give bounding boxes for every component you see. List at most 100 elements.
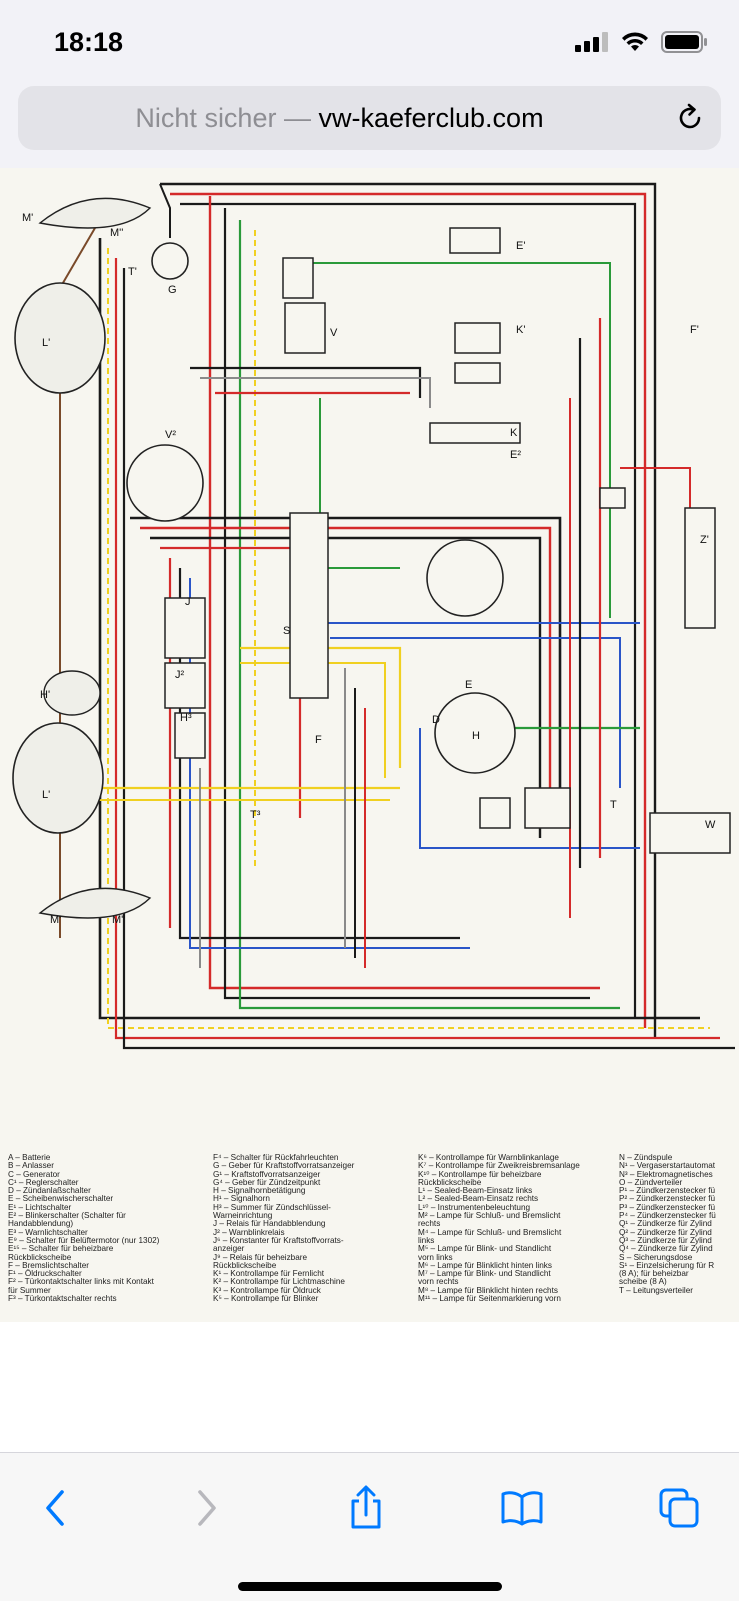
legend-entry: J⁶ – Konstanter für Kraftstoffvorrats- [213,1235,344,1245]
wire [330,637,621,788]
component-label: F' [690,324,699,336]
component-label: H' [40,689,50,701]
legend-entry: Warneinrichtung [213,1211,273,1221]
component-label: T³ [250,809,261,821]
share-button[interactable] [341,1483,391,1533]
status-icons [575,31,709,53]
legend-entry: Rückblickscheibe [213,1260,277,1270]
legend-entry: H – Signalhornbetätigung [213,1186,306,1196]
component-label: F [315,734,322,746]
legend-entry: für Summer [8,1285,51,1295]
component-label: M' [50,914,61,926]
back-button[interactable] [30,1483,80,1533]
url-display[interactable]: Nicht sicher — vw-kaeferclub.com [18,103,661,134]
wire [160,182,657,1038]
address-bar[interactable]: Nicht sicher — vw-kaeferclub.com [18,86,721,150]
tabs-icon [659,1488,699,1528]
legend-entry: E² – Blinkerschalter (Schalter für [8,1211,126,1221]
legend-entry: Q³ – Zündkerze für Zylind [619,1235,712,1245]
fan-shape [126,444,204,522]
legend-entry: C – Generator [8,1169,60,1179]
legend-entry: E¹⁵ – Schalter für beheizbare [8,1244,114,1254]
component-label: L' [42,789,50,801]
status-time: 18:18 [54,27,124,57]
wire [98,238,700,1020]
wire [190,366,422,398]
share-icon [351,1485,381,1529]
wire [130,516,562,818]
legend-entry: vorn links [418,1252,453,1262]
battery-icon [661,31,707,53]
legend-entry: F¹ – Öldruckschalter [8,1269,82,1279]
tabs-button[interactable] [654,1483,704,1533]
wire [240,662,386,778]
legend-entry: S – Sicherungsdose [619,1252,693,1262]
legend-entry: C¹ – Reglerschalter [8,1177,79,1187]
legend-entry: M² – Lampe für Schluß- und Bremslicht [418,1211,561,1221]
legend-entry: E – Scheibenwischerschalter [8,1194,114,1204]
legend-entry: F² – Türkontaktschalter links mit Kontak… [8,1277,154,1287]
legend-entry: Q¹ – Zündkerze für Zylind [619,1219,712,1229]
wire [150,536,542,838]
legend-entry: G – Geber für Kraftstoffvorratsanzeiger [213,1161,355,1171]
wire [189,578,470,949]
component-label: E' [516,240,525,252]
ignition-coil-shape [684,507,716,629]
legend-entry: P⁴ – Zündkerzenstecker fü [619,1211,716,1221]
legend-entry: K¹ – Kontrollampe für Fernlicht [213,1269,325,1279]
component-label: H³ [180,712,192,724]
forward-button[interactable] [182,1483,232,1533]
legend-entry: J² – Warnblinkrelais [213,1227,285,1237]
legend-entry: P¹ – Zündkerzenstecker fü [619,1186,716,1196]
wire [122,268,735,1050]
wire [208,196,600,990]
component-label: M'' [112,914,125,926]
legend-entry: M⁸ – Lampe für Blinklicht hinten rechts [418,1285,558,1295]
component-label: L' [42,337,50,349]
legend-entry: vorn rechts [418,1277,459,1287]
legend-entry: Q⁴ – Zündkerze für Zylind [619,1244,713,1254]
legend-entry: N³ – Elektromagnetisches [619,1169,713,1179]
wire [223,208,590,1000]
legend-entry: F – Bremslichtschalter [8,1260,89,1270]
legend-entry: K⁵ – Kontrollampe für Blinker [213,1294,319,1304]
legend-entry: K⁶ – Kontrollampe für Warnblinkanlage [418,1153,559,1162]
legend-entry: H³ – Summer für Zündschlüssel- [213,1202,331,1212]
legend-entry: T – Leitungsverteiler [619,1285,694,1295]
wire [114,258,720,1040]
legend-entry: P² – Zündkerzenstecker fü [619,1194,716,1204]
legend-entry: E³ – Warnlichtschalter [8,1227,88,1237]
legend-entry: D – Zündanlaßschalter [8,1186,91,1196]
legend-entry: E¹ – Lichtschalter [8,1202,72,1212]
legend-entry: O – Zündverteiler [619,1177,683,1187]
legend-entry: F⁴ – Schalter für Rückfahrleuchten [213,1153,339,1162]
url-domain: vw-kaeferclub.com [318,103,544,133]
legend-entry: M⁵ – Lampe für Blink- und Standlicht [418,1244,552,1254]
reload-icon[interactable] [673,101,707,135]
bookmarks-button[interactable] [497,1483,547,1533]
legend-entry: K¹⁰ – Kontrollampe für beheizbare [418,1169,542,1179]
wire [419,728,640,849]
component-label: W [705,819,716,831]
legend-entry: J⁹ – Relais für beheizbare [213,1252,308,1262]
legend-entry: Rückblickscheibe [418,1177,482,1187]
legend-entry: M⁷ – Lampe für Blink- und Standlicht [418,1269,551,1279]
headlamp-left-shape [14,282,106,394]
legend-entry: L² – Sealed-Beam-Einsatz rechts [418,1194,539,1204]
component-label: H [472,730,480,742]
wire [238,220,620,1010]
component-label: V [330,327,338,339]
legend-entry: links [418,1235,435,1245]
wire [180,202,637,1018]
legend-entry: Q² – Zündkerze für Zylind [619,1227,712,1237]
component-label: S [283,625,290,637]
url-separator: — [276,103,319,133]
component-label: E² [510,449,521,461]
component-label: K [510,427,518,439]
